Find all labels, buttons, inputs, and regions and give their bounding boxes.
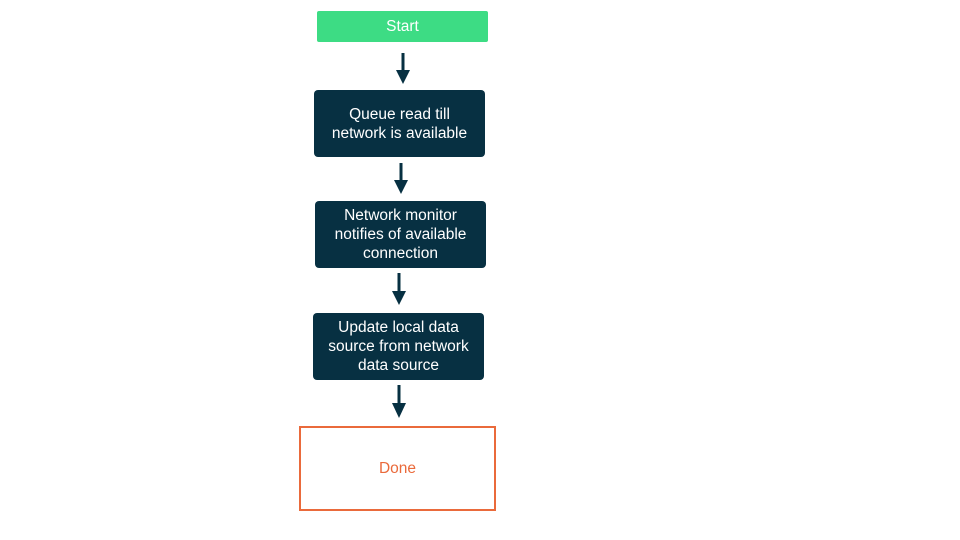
start-node: Start xyxy=(317,11,488,42)
arrow-start-to-queue xyxy=(396,53,410,84)
queue-read-node: Queue read till network is available xyxy=(314,90,485,157)
network-monitor-node: Network monitor notifies of available co… xyxy=(315,201,486,268)
arrow-monitor-to-update xyxy=(392,273,406,305)
arrow-queue-to-monitor xyxy=(394,163,408,194)
done-node: Done xyxy=(299,426,496,511)
update-local-data-node: Update local data source from network da… xyxy=(313,313,484,380)
arrow-update-to-done xyxy=(392,385,406,418)
